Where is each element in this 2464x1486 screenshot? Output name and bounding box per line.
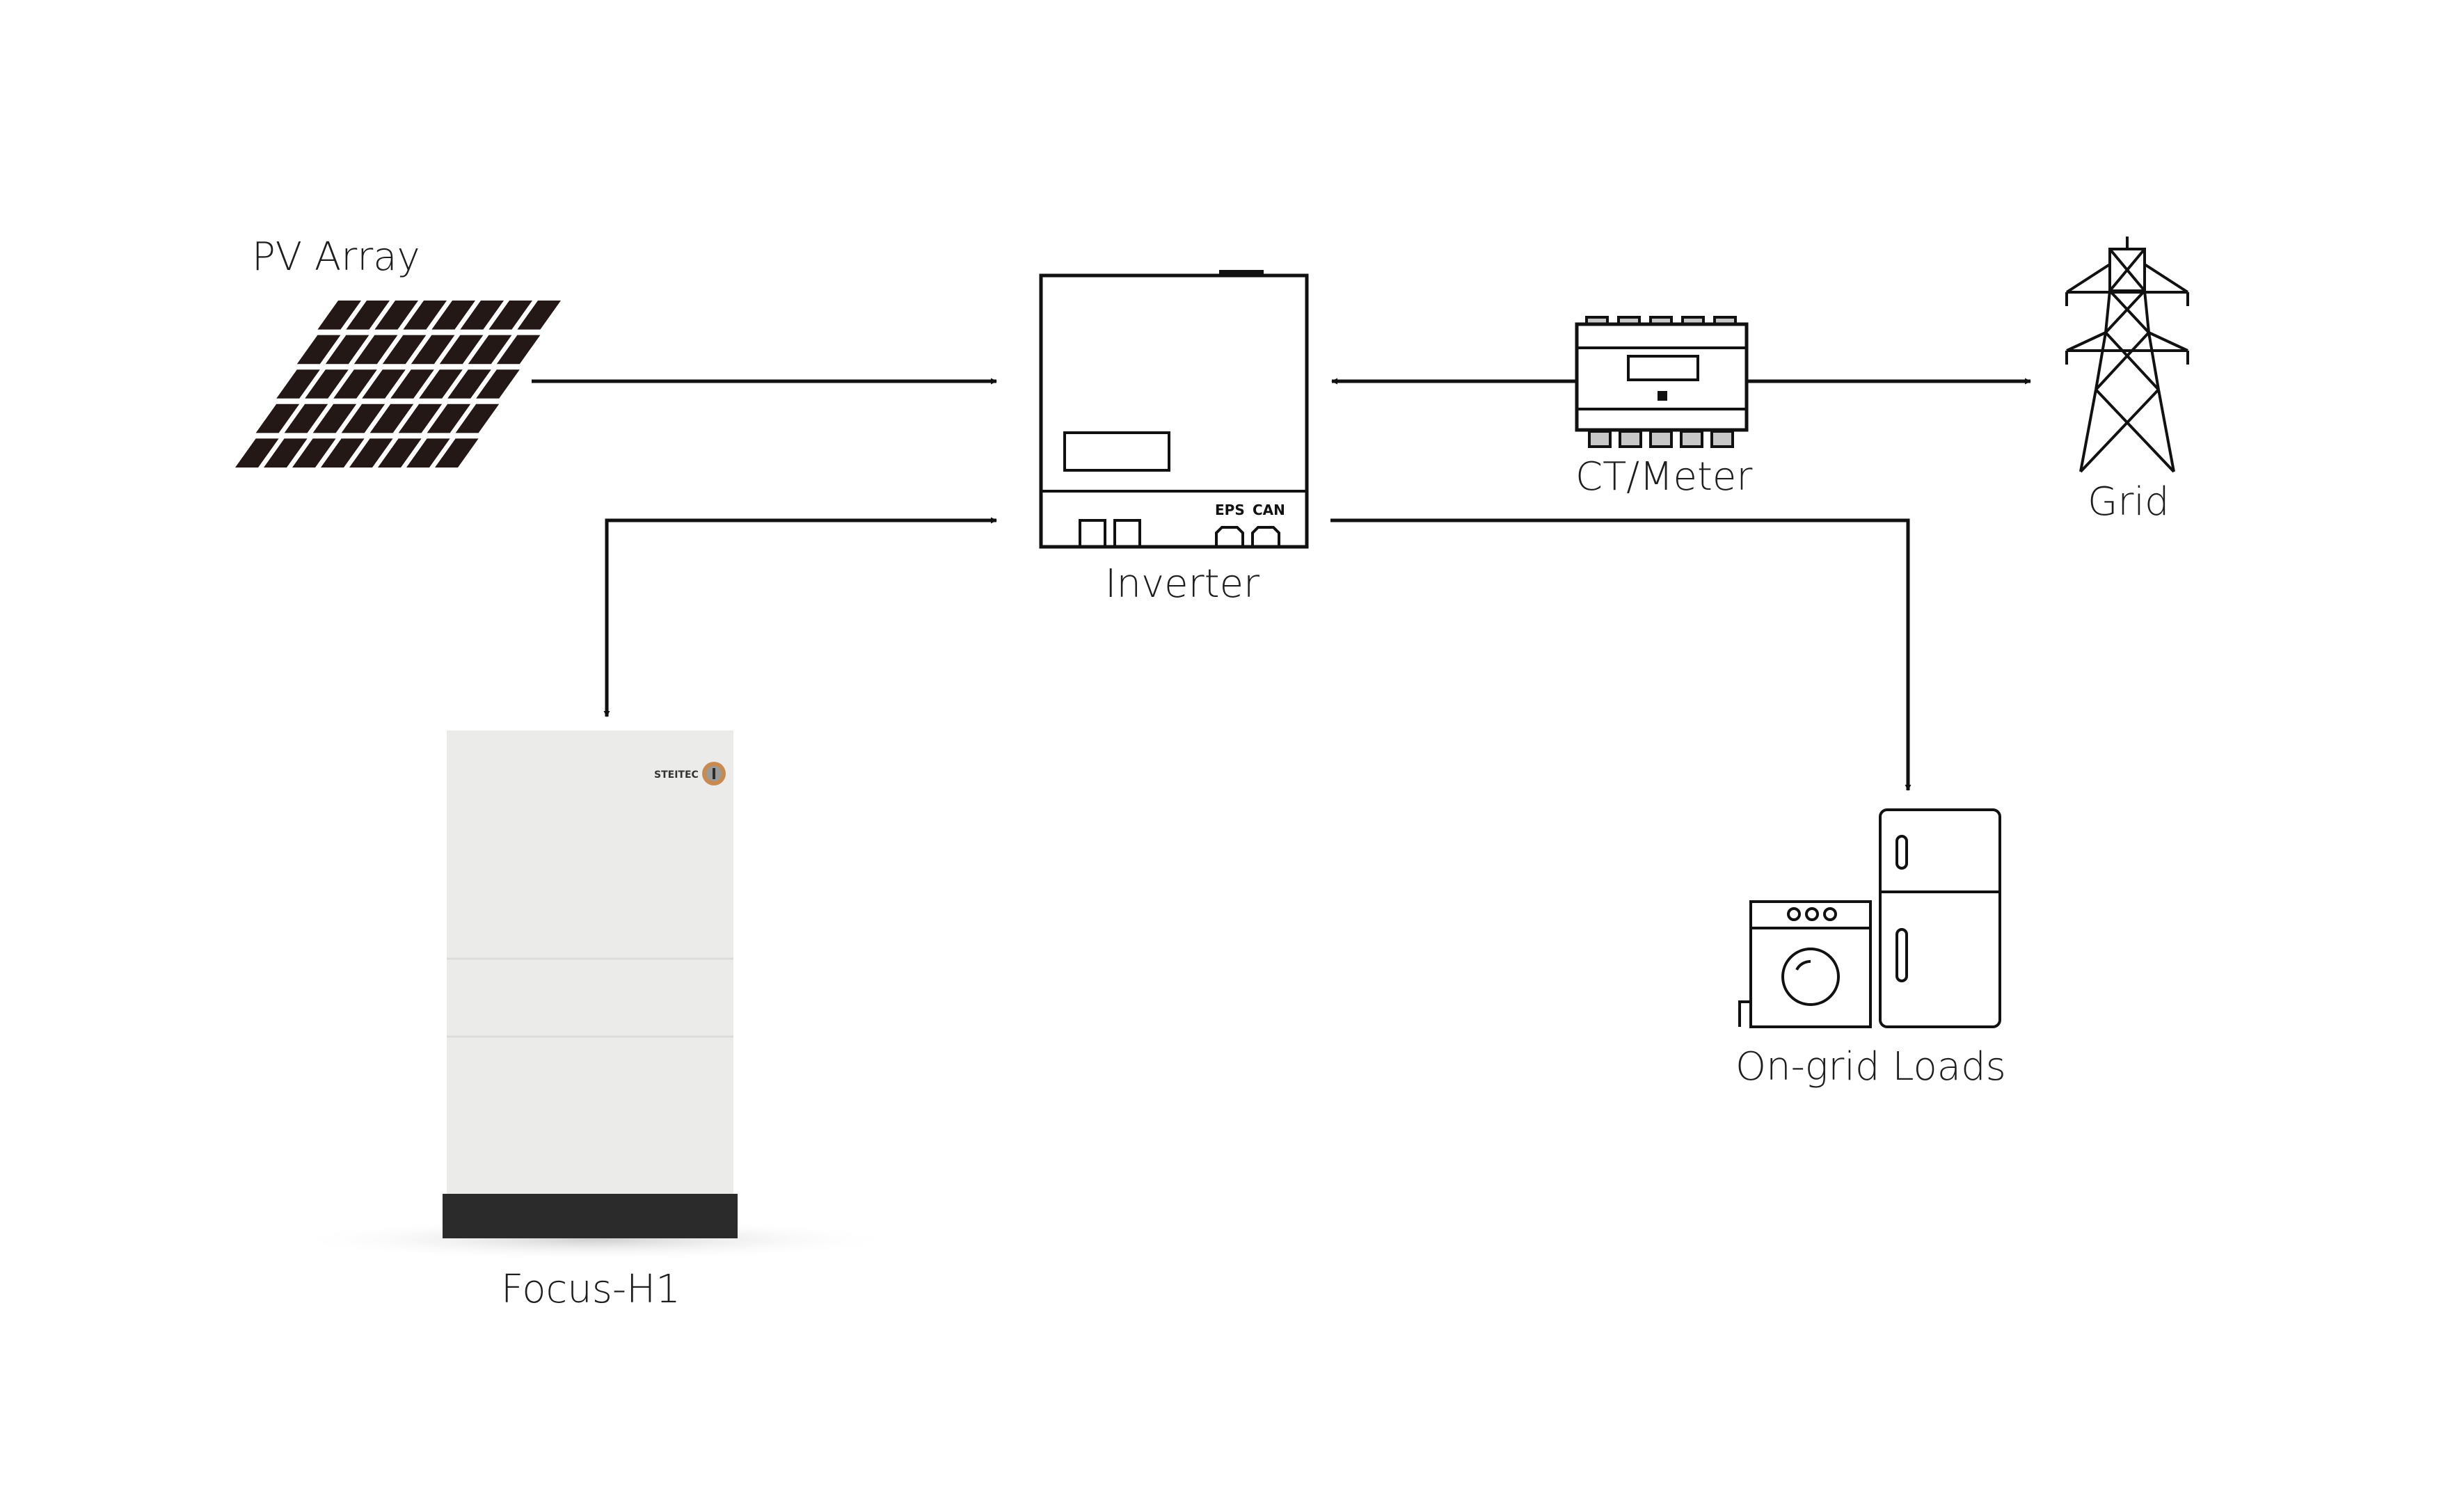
solar-cell <box>447 369 491 399</box>
refrigerator-icon <box>1879 808 2001 1028</box>
inverter-display <box>1063 431 1170 472</box>
ct-meter-label: CT/Meter <box>1575 454 1752 500</box>
solar-cell <box>284 404 328 433</box>
can-port-icon <box>1251 526 1280 547</box>
solar-panel-icon <box>235 301 561 468</box>
solar-cell <box>264 438 308 468</box>
solar-cell <box>439 335 484 365</box>
meter-terminals-bottom <box>1588 430 1734 448</box>
connections <box>532 378 2031 791</box>
solar-cell <box>455 404 500 433</box>
solar-cell <box>517 301 561 330</box>
battery-shadow <box>288 1219 900 1261</box>
pv-array-label: PV Array <box>252 234 420 280</box>
solar-cell <box>390 369 434 399</box>
solar-cell <box>369 404 414 433</box>
washing-machine-icon <box>1738 900 1872 1028</box>
battery-label: Focus-H1 <box>501 1267 681 1312</box>
solar-cell <box>296 335 341 365</box>
solar-cell <box>321 438 365 468</box>
solar-cell <box>460 301 504 330</box>
solar-cell <box>276 369 320 399</box>
solar-cell <box>349 438 393 468</box>
inverter: EPS CAN Inverter <box>1039 270 1309 607</box>
on-grid-loads: On-grid Loads <box>1735 808 2006 1089</box>
solar-cell <box>435 438 479 468</box>
solar-cell <box>398 404 443 433</box>
solar-cell <box>341 404 386 433</box>
inverter-battery-arrow <box>603 517 997 717</box>
solar-cell <box>362 369 406 399</box>
battery: STEITEC Focus-H1 <box>288 730 900 1312</box>
solar-cell <box>292 438 336 468</box>
solar-cell <box>378 438 422 468</box>
meter-body <box>1575 322 1749 432</box>
inverter-label: Inverter <box>1105 561 1259 607</box>
solar-cell <box>403 301 447 330</box>
inverter-port-left <box>1079 519 1106 548</box>
can-port-label: CAN <box>1253 502 1285 518</box>
solar-cell <box>411 335 455 365</box>
ct-meter: CT/Meter <box>1575 316 1752 500</box>
solar-cell <box>476 369 520 399</box>
solar-cell <box>235 438 279 468</box>
solar-cell <box>312 404 357 433</box>
inverter-top-tab <box>1219 270 1264 277</box>
solar-cell <box>488 301 532 330</box>
solar-cell <box>382 335 427 365</box>
solar-cell <box>353 335 398 365</box>
solar-cell <box>346 301 390 330</box>
solar-cell <box>317 301 361 330</box>
solar-cell <box>333 369 377 399</box>
solar-cell <box>255 404 300 433</box>
battery-brand-text: STEITEC <box>654 769 699 781</box>
solar-cell <box>427 404 471 433</box>
loads-label: On-grid Loads <box>1735 1044 2006 1089</box>
grid: Grid <box>2065 237 2189 525</box>
pv-array: PV Array <box>235 234 561 468</box>
battery-base <box>443 1194 738 1238</box>
solar-cell <box>468 335 512 365</box>
battery-body <box>447 730 733 1198</box>
solar-cell <box>305 369 349 399</box>
solar-cell <box>374 301 418 330</box>
power-tower-icon <box>2065 237 2189 473</box>
meter-display <box>1627 355 1699 381</box>
meter-led <box>1658 391 1667 401</box>
eps-port-icon <box>1215 526 1244 547</box>
solar-cell <box>419 369 463 399</box>
grid-label: Grid <box>2088 479 2170 525</box>
inverter-to-loads-arrow <box>1330 518 1911 791</box>
solar-cell <box>406 438 450 468</box>
eps-port-label: EPS <box>1215 502 1245 518</box>
solar-cell <box>325 335 369 365</box>
inverter-port-right <box>1113 519 1141 548</box>
inverter-body <box>1039 273 1309 549</box>
solar-cell <box>431 301 475 330</box>
solar-cell <box>496 335 541 365</box>
